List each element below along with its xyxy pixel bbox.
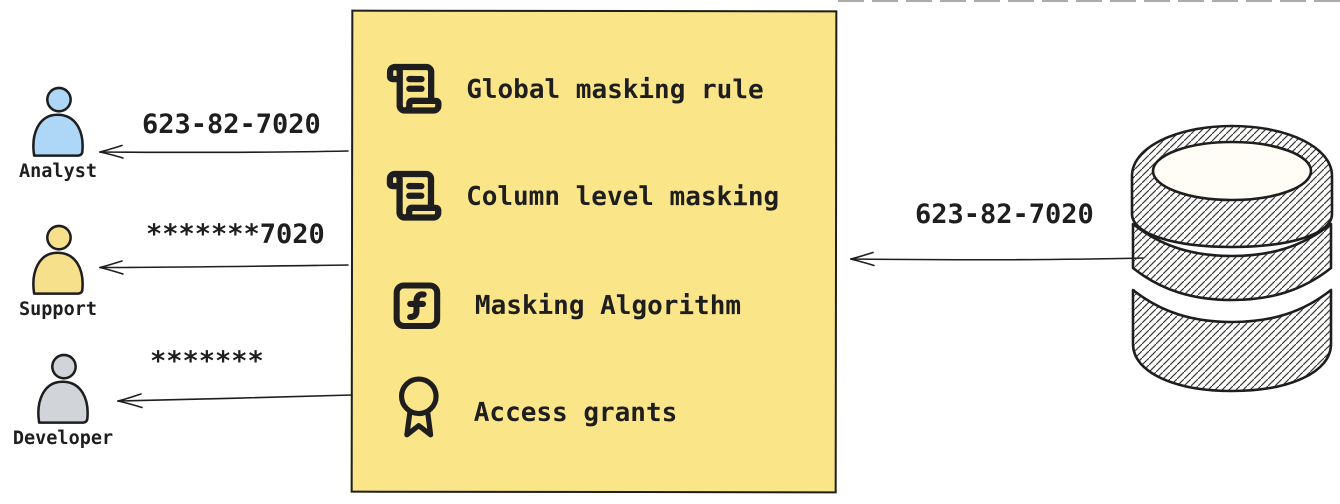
flow-value-analyst: 623-82-7020 [142,109,321,140]
person-icon [37,353,89,424]
arrow-to-developer [117,393,353,409]
arrow-to-analyst [99,144,349,159]
arrow-from-database [850,251,1144,267]
award-icon [398,376,439,438]
consumer-support: Support [6,224,110,320]
database-icon [1130,124,1334,393]
function-square-icon [393,282,441,330]
consumer-role-label: Analyst [19,161,97,182]
scroll-rule-icon [386,63,442,114]
flow-value-developer: ******* [150,346,264,377]
box-item-label: Global masking rule [466,74,764,106]
person-icon [32,86,84,157]
arrow-to-support [99,260,349,275]
consumer-developer: Developer [10,353,116,449]
box-item-label: Access grants [473,397,678,429]
box-item-label: Masking Algorithm [474,290,742,322]
box-item-label: Column level masking [466,181,780,213]
consumer-role-label: Developer [12,428,114,449]
consumer-role-label: Support [19,299,97,320]
masking-rules-box: Global masking rule Column level masking… [350,9,838,494]
flow-value-source: 623-82-7020 [915,199,1094,230]
scroll-rule-icon [386,170,442,221]
flow-value-support: *******7020 [146,219,325,250]
cropped-dashed-line [838,0,1340,2]
consumer-analyst: Analyst [4,86,112,182]
person-icon [32,224,84,295]
